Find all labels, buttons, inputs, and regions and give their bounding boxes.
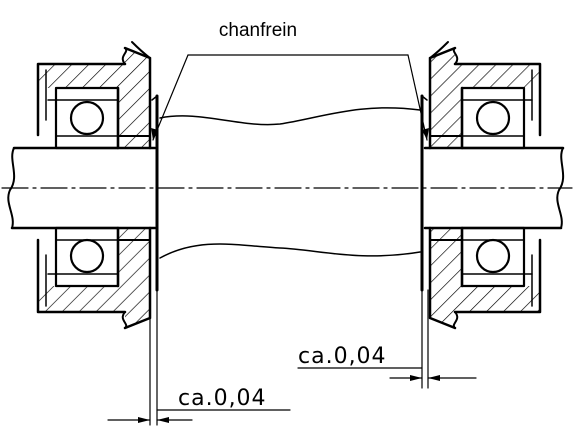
clearance-label-left: ca.0,04 [178, 386, 267, 411]
right-housing [428, 41, 542, 330]
spacer-rings [47, 99, 533, 275]
right-upper-bearing [460, 86, 526, 150]
left-lower-bearing [54, 226, 120, 288]
clearance-dimension-right [297, 289, 477, 389]
right-lower-bearing [460, 226, 526, 288]
left-housing [36, 41, 152, 330]
clearance-label-right: ca.0,04 [298, 344, 387, 369]
left-upper-bearing [54, 86, 120, 150]
clearance-dimension-left [107, 239, 291, 426]
chamfer-label: chanfrein [219, 20, 297, 41]
chamfer-leader [151, 54, 429, 141]
roller-body [151, 94, 428, 292]
